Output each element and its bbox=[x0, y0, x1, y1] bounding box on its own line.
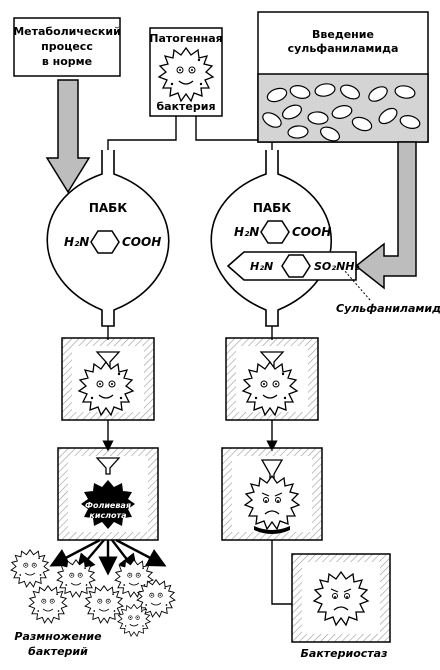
pathogen-bottom-label: бактерия bbox=[156, 100, 215, 113]
sulfa-h2n: H₂N bbox=[250, 260, 273, 273]
reproducing-bacteria bbox=[10, 549, 176, 637]
left-folic-acid-box: Фолиевая кислота bbox=[57, 447, 159, 541]
left-paba-title: ПАБК bbox=[89, 201, 127, 215]
right-bacteria-box bbox=[225, 326, 319, 421]
pathogen-top-label: Патогенная bbox=[149, 32, 222, 45]
bacteriostasis-box bbox=[291, 553, 391, 643]
left-paba-flask: ПАБК H₂N COOH bbox=[46, 150, 170, 327]
reproduction-line-2: бактерий bbox=[28, 645, 88, 658]
branch-lines bbox=[107, 116, 273, 150]
metabolic-line-2: процесс bbox=[41, 40, 93, 53]
sulfanilamide-intro-box: Введение сульфаниламида bbox=[257, 11, 429, 143]
sulfanilamide-molecule: H₂N SO₂NH₂ bbox=[226, 251, 360, 281]
stasis-connector bbox=[271, 540, 292, 605]
sulfa-so2nh2: SO₂NH₂ bbox=[314, 260, 360, 273]
folic-line-2: кислота bbox=[89, 511, 126, 520]
intro-line-2: сульфаниламида bbox=[288, 42, 399, 55]
right-starving-box bbox=[221, 447, 323, 541]
metabolic-process-box: Метаболический процесс в норме bbox=[13, 17, 121, 77]
sulfanilamide-gray-arrow bbox=[354, 141, 417, 290]
bacteria-icon bbox=[81, 480, 135, 529]
benzene-ring bbox=[90, 230, 120, 254]
bacteriostasis-label: Бактериостаз bbox=[301, 647, 388, 660]
pathogen-bacteria-box: Патогенная бактерия bbox=[149, 27, 223, 117]
right-paba-flask: ПАБК H₂N COOH bbox=[210, 150, 333, 327]
folic-line-1: Фолиевая bbox=[85, 501, 131, 510]
right-paba-h2n: H₂N bbox=[234, 225, 259, 239]
left-bacteria-box bbox=[61, 326, 155, 421]
reproduction-line-1: Размножение bbox=[14, 630, 102, 643]
left-paba-h2n: H₂N bbox=[64, 235, 89, 249]
pills-icon bbox=[262, 83, 421, 142]
left-paba-cooh: COOH bbox=[122, 235, 161, 249]
sulfanilamide-pointer bbox=[343, 269, 371, 301]
right-paba-cooh: COOH bbox=[292, 225, 331, 239]
metabolic-gray-arrow bbox=[45, 79, 91, 194]
right-paba-title: ПАБК bbox=[253, 201, 291, 215]
metabolic-line-1: Метаболический bbox=[13, 25, 121, 38]
sulfanilamide-label: Сульфаниламид bbox=[336, 302, 440, 315]
spread-arrows bbox=[49, 538, 167, 576]
benzene-ring bbox=[281, 254, 311, 278]
benzene-ring bbox=[260, 220, 290, 244]
metabolic-line-3: в норме bbox=[42, 55, 92, 68]
intro-line-1: Введение bbox=[312, 28, 374, 41]
